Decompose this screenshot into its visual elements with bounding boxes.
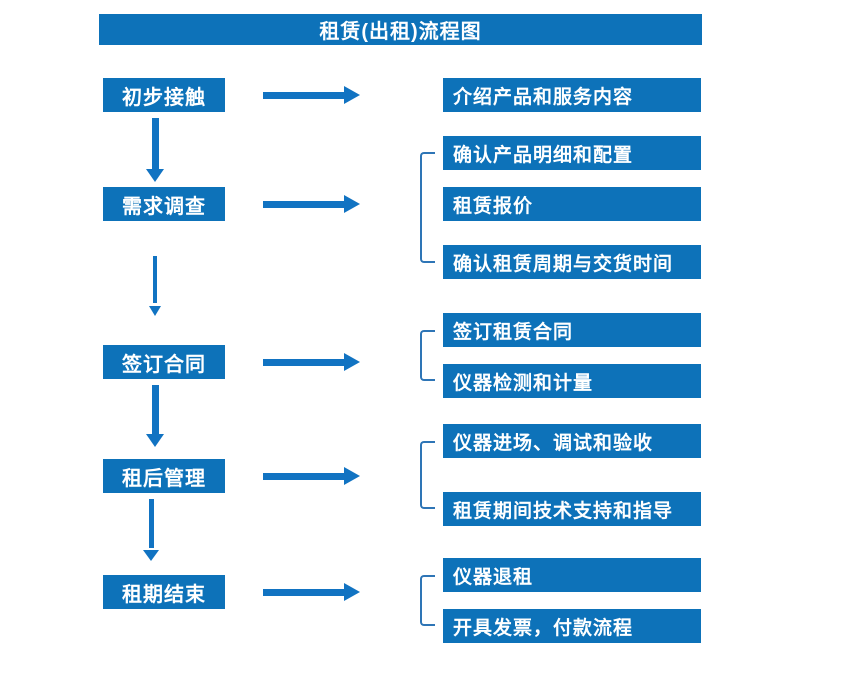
detail-box: 介绍产品和服务内容	[443, 78, 701, 112]
detail-box: 租赁期间技术支持和指导	[443, 492, 701, 526]
right-arrow-icon	[263, 195, 360, 213]
right-arrow-icon	[263, 583, 360, 601]
detail-box: 确认租赁周期与交货时间	[443, 245, 701, 279]
detail-box: 开具发票，付款流程	[443, 609, 701, 643]
step-box-demand-survey: 需求调查	[103, 187, 225, 221]
step-box-rental-end: 租期结束	[103, 575, 225, 609]
detail-box: 租赁报价	[443, 187, 701, 221]
step-box-initial-contact: 初步接触	[103, 78, 225, 112]
right-arrow-icon	[263, 467, 360, 485]
detail-box: 仪器退租	[443, 558, 701, 592]
group-bracket	[420, 575, 435, 626]
down-arrow-icon	[145, 385, 165, 447]
step-box-sign-contract: 签订合同	[103, 345, 225, 379]
group-bracket	[420, 330, 435, 381]
group-bracket	[420, 441, 435, 509]
detail-box: 仪器检测和计量	[443, 364, 701, 398]
right-arrow-icon	[263, 353, 360, 371]
right-arrow-icon	[263, 86, 360, 104]
detail-box: 仪器进场、调试和验收	[443, 424, 701, 458]
down-arrow-icon	[145, 118, 165, 182]
detail-box: 确认产品明细和配置	[443, 136, 701, 170]
group-bracket	[420, 152, 435, 263]
step-box-post-rental-management: 租后管理	[103, 459, 225, 493]
detail-box: 签订租赁合同	[443, 313, 701, 347]
flowchart-title: 租赁(出租)流程图	[99, 14, 702, 45]
down-arrow-icon	[145, 256, 165, 316]
down-arrow-icon	[141, 499, 161, 561]
